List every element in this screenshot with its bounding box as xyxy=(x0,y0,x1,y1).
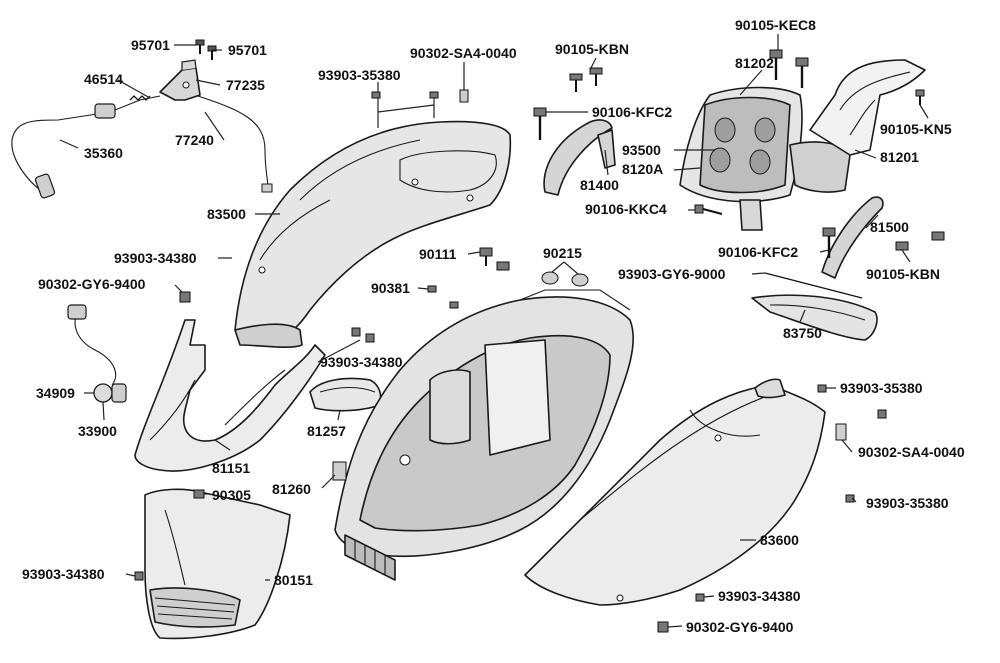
label-93903-34380-c: 93903-34380 xyxy=(718,588,801,604)
label-81500: 81500 xyxy=(870,219,909,235)
label-93903-34380-b: 93903-34380 xyxy=(320,354,403,370)
label-46514: 46514 xyxy=(84,71,123,87)
label-90106-kfc2-top: 90106-KFC2 xyxy=(592,104,672,120)
cable-35360-drawing xyxy=(11,95,161,199)
label-93903-35380-bottom: 93903-35380 xyxy=(866,495,949,511)
label-77240: 77240 xyxy=(175,132,214,148)
label-95701-a: 95701 xyxy=(131,37,170,53)
panel-80151-drawing xyxy=(144,488,291,640)
label-93903-35380-right: 93903-35380 xyxy=(840,380,923,396)
wiring-33900-drawing xyxy=(67,304,127,403)
label-90215: 90215 xyxy=(543,245,582,261)
label-95701-b: 95701 xyxy=(228,42,267,58)
label-90105-kbn-top: 90105-KBN xyxy=(555,41,629,57)
label-90381: 90381 xyxy=(371,280,410,296)
label-90105-kn5: 90105-KN5 xyxy=(880,121,952,137)
label-83600: 83600 xyxy=(760,532,799,548)
label-93903-gy6-9000: 93903-GY6-9000 xyxy=(618,266,726,282)
label-81151: 81151 xyxy=(212,460,250,476)
label-80151: 80151 xyxy=(274,572,313,588)
label-90106-kkc4: 90106-KKC4 xyxy=(585,201,667,217)
label-93500: 93500 xyxy=(622,142,661,158)
label-93903-34380-d: 93903-34380 xyxy=(22,566,105,582)
label-77235: 77235 xyxy=(226,77,265,93)
label-90302-sa4-0040-top: 90302-SA4-0040 xyxy=(410,45,517,61)
part-labels: 95701 95701 46514 77235 77240 35360 9390… xyxy=(22,17,965,635)
label-35360: 35360 xyxy=(84,145,123,161)
panel-81151-drawing xyxy=(134,319,326,472)
label-81260: 81260 xyxy=(272,481,311,497)
rail-81201-drawing xyxy=(809,59,926,156)
label-90106-kfc2-mid: 90106-KFC2 xyxy=(718,244,798,260)
leader-lines xyxy=(59,34,929,628)
label-93903-35380-top: 93903-35380 xyxy=(318,67,401,83)
grab-83750-drawing xyxy=(751,294,878,341)
storage-box-drawing xyxy=(334,289,634,581)
label-90302-gy6-9400-bottom: 90302-GY6-9400 xyxy=(686,619,794,635)
label-81201: 81201 xyxy=(880,149,919,165)
panel-83600-drawing xyxy=(524,378,826,606)
label-34909: 34909 xyxy=(36,385,75,401)
backrest-8120A-drawing xyxy=(679,86,851,231)
strap-81500-drawing xyxy=(821,196,884,279)
label-90302-sa4-0040-right: 90302-SA4-0040 xyxy=(858,444,965,460)
label-90105-kbn-mid: 90105-KBN xyxy=(866,266,940,282)
panel-83500-drawing xyxy=(234,120,512,348)
label-90305: 90305 xyxy=(212,487,251,503)
label-83500: 83500 xyxy=(207,206,246,222)
label-81257: 81257 xyxy=(307,423,346,439)
screw-95701-drawing xyxy=(195,39,217,60)
label-90111: 90111 xyxy=(419,246,457,262)
strap-81400-drawing xyxy=(543,119,616,196)
label-81400: 81400 xyxy=(580,177,619,193)
label-81202: 81202 xyxy=(735,55,774,71)
box-81257-drawing xyxy=(309,377,382,412)
label-90302-gy6-9400-left: 90302-GY6-9400 xyxy=(38,276,146,292)
label-93903-34380-a: 93903-34380 xyxy=(114,250,197,266)
label-8120a: 8120A xyxy=(622,161,663,177)
label-90105-kec8: 90105-KEC8 xyxy=(735,17,816,33)
fasteners-drawing xyxy=(129,49,945,633)
label-33900: 33900 xyxy=(78,423,117,439)
bracket-77235-drawing xyxy=(159,59,273,193)
label-83750: 83750 xyxy=(783,325,822,341)
